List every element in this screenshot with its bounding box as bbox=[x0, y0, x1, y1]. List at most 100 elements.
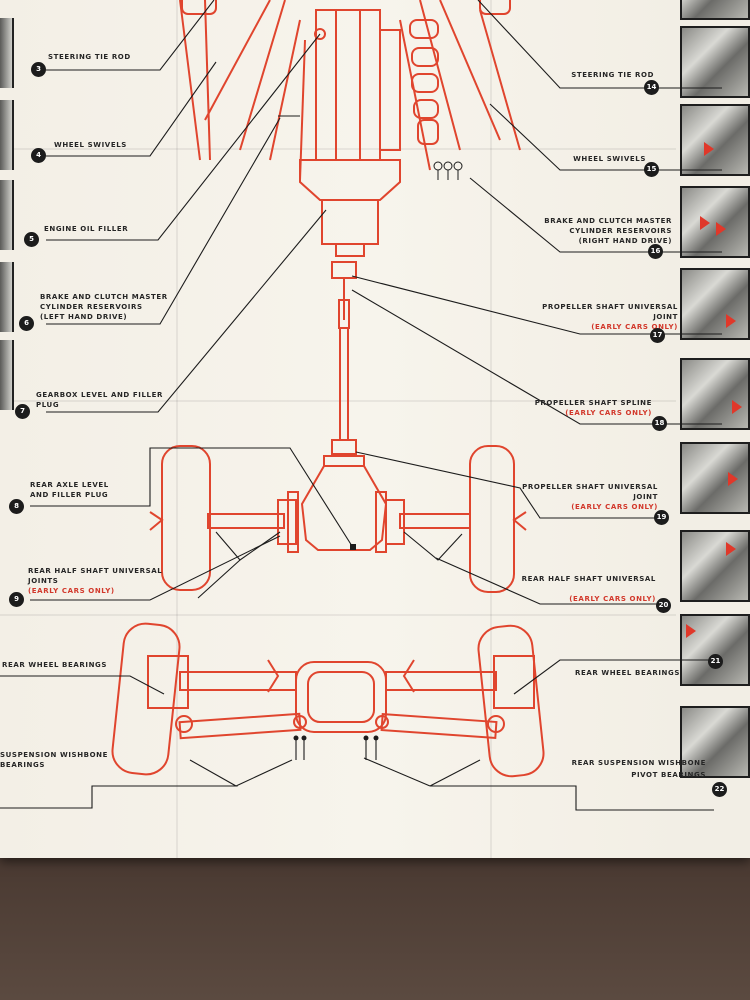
label-line: bearings bbox=[0, 761, 45, 769]
leader-line bbox=[355, 451, 660, 519]
shaft-spline bbox=[338, 299, 350, 329]
arrow-icon bbox=[728, 472, 738, 486]
label-line: (left hand drive) bbox=[40, 313, 128, 321]
inboard-disc bbox=[375, 491, 387, 553]
number-badge: 18 bbox=[652, 416, 667, 431]
number-badge: 7 bbox=[15, 404, 30, 419]
label-steering-tie-rod-left: Steering tie rod bbox=[48, 53, 131, 61]
label-wheel-swivels-right: Wheel swivels bbox=[573, 155, 646, 163]
rear-wheel-right-lower bbox=[477, 624, 545, 778]
label-line: pivot bearings bbox=[631, 771, 706, 779]
leader-line bbox=[513, 659, 712, 695]
wishbone bbox=[380, 712, 498, 740]
engine-side bbox=[379, 29, 401, 151]
wishbone-pivot bbox=[175, 715, 193, 733]
frame-tube bbox=[419, 0, 461, 151]
left-photo-strip bbox=[0, 180, 14, 250]
number-badge: 16 bbox=[648, 244, 663, 259]
inboard-brake bbox=[267, 659, 280, 693]
gearbox bbox=[321, 199, 379, 245]
number-badge: 3 bbox=[31, 62, 46, 77]
rear-axle-cover bbox=[307, 671, 375, 723]
label-line: (Early cars only) bbox=[28, 587, 115, 595]
reservoir-icon bbox=[433, 161, 443, 171]
leader-line bbox=[363, 757, 431, 787]
front-wheel bbox=[181, 0, 217, 15]
grease-nipples bbox=[293, 544, 379, 741]
differential-housing bbox=[300, 465, 388, 551]
label-line: Propeller shaft universal bbox=[522, 483, 658, 491]
lubrication-chart-poster: Steering tie rod 3 Wheel swivels 4 Engin… bbox=[0, 0, 750, 858]
pinion-flange bbox=[323, 455, 365, 467]
carburettor bbox=[409, 19, 439, 39]
label-line: (Early cars only) bbox=[571, 503, 658, 511]
grease-nipple bbox=[301, 735, 307, 741]
reference-photo bbox=[680, 186, 750, 258]
leader-line bbox=[46, 61, 217, 157]
left-photo-strip bbox=[0, 18, 14, 88]
gearbox-tail bbox=[335, 243, 365, 257]
leader-line bbox=[235, 759, 293, 787]
leader-line bbox=[46, 33, 321, 241]
rear-half-shaft-lower bbox=[385, 671, 497, 691]
label-line: Suspension wishbone bbox=[0, 751, 108, 759]
left-photo-strip bbox=[0, 262, 14, 332]
wishbone-pivot bbox=[293, 715, 307, 729]
number-badge: 22 bbox=[712, 782, 727, 797]
label-line: (right hand drive) bbox=[578, 237, 672, 245]
half-shaft-joint bbox=[385, 499, 405, 545]
chassis-diagram bbox=[0, 0, 722, 811]
reference-photo bbox=[680, 104, 750, 176]
label-steering-tie-rod-right: Steering tie rod bbox=[571, 71, 654, 79]
chassis-drawing bbox=[111, 0, 545, 778]
number-badge: 5 bbox=[24, 232, 39, 247]
reference-photo bbox=[680, 530, 750, 602]
rear-wheel-right bbox=[469, 445, 515, 593]
fold-line bbox=[176, 0, 178, 858]
reference-photo bbox=[680, 0, 750, 20]
reference-photo bbox=[680, 358, 750, 430]
frame-tube bbox=[299, 39, 306, 181]
frame-tube bbox=[439, 0, 501, 141]
leader-line bbox=[30, 535, 281, 601]
leader-line bbox=[0, 759, 239, 809]
fold-line bbox=[0, 148, 750, 150]
wishbone-pivot bbox=[375, 715, 389, 729]
frame-tube bbox=[479, 9, 521, 151]
label-line: Rear suspension wishbone bbox=[571, 759, 706, 767]
arrow-icon bbox=[700, 216, 710, 230]
frame-tube bbox=[399, 19, 431, 171]
reservoir-icon bbox=[443, 161, 453, 171]
label-line: Rear half shaft universal bbox=[521, 575, 656, 583]
label-line: Rear half shaft universal bbox=[28, 567, 163, 575]
reference-photo bbox=[680, 268, 750, 340]
leader-line bbox=[0, 675, 165, 695]
number-badge: 21 bbox=[708, 654, 723, 669]
label-line: Propeller shaft universal bbox=[542, 303, 678, 311]
label-line: joint bbox=[653, 313, 678, 321]
label-line: (Early cars only) bbox=[591, 323, 678, 331]
wishbone bbox=[178, 712, 302, 740]
grease-nipple bbox=[293, 735, 299, 741]
leader-line bbox=[351, 275, 722, 335]
label-engine-oil-filler: Engine oil filler bbox=[44, 225, 129, 233]
label-line: (Early cars only) bbox=[569, 595, 656, 603]
arrow-icon bbox=[686, 624, 696, 638]
arrow-icon bbox=[704, 142, 714, 156]
leader-line bbox=[430, 785, 714, 811]
label-line: Rear axle level bbox=[30, 481, 109, 489]
label-line: plug bbox=[36, 401, 60, 409]
reference-photo bbox=[680, 706, 750, 778]
label-line: (Early cars only) bbox=[565, 409, 652, 417]
universal-joint-rear bbox=[331, 439, 357, 455]
carburettor bbox=[413, 99, 439, 119]
frame-tube bbox=[204, 0, 271, 121]
label-line: Brake and clutch master bbox=[544, 217, 672, 225]
wheel-nut bbox=[149, 511, 164, 531]
number-badge: 4 bbox=[31, 148, 46, 163]
wheel-nut bbox=[512, 511, 527, 531]
carburettor bbox=[411, 47, 439, 67]
leader-line bbox=[30, 447, 353, 547]
reference-photo bbox=[680, 442, 750, 514]
label-rear-wheel-bearings-right: Rear wheel bearings bbox=[574, 669, 680, 677]
